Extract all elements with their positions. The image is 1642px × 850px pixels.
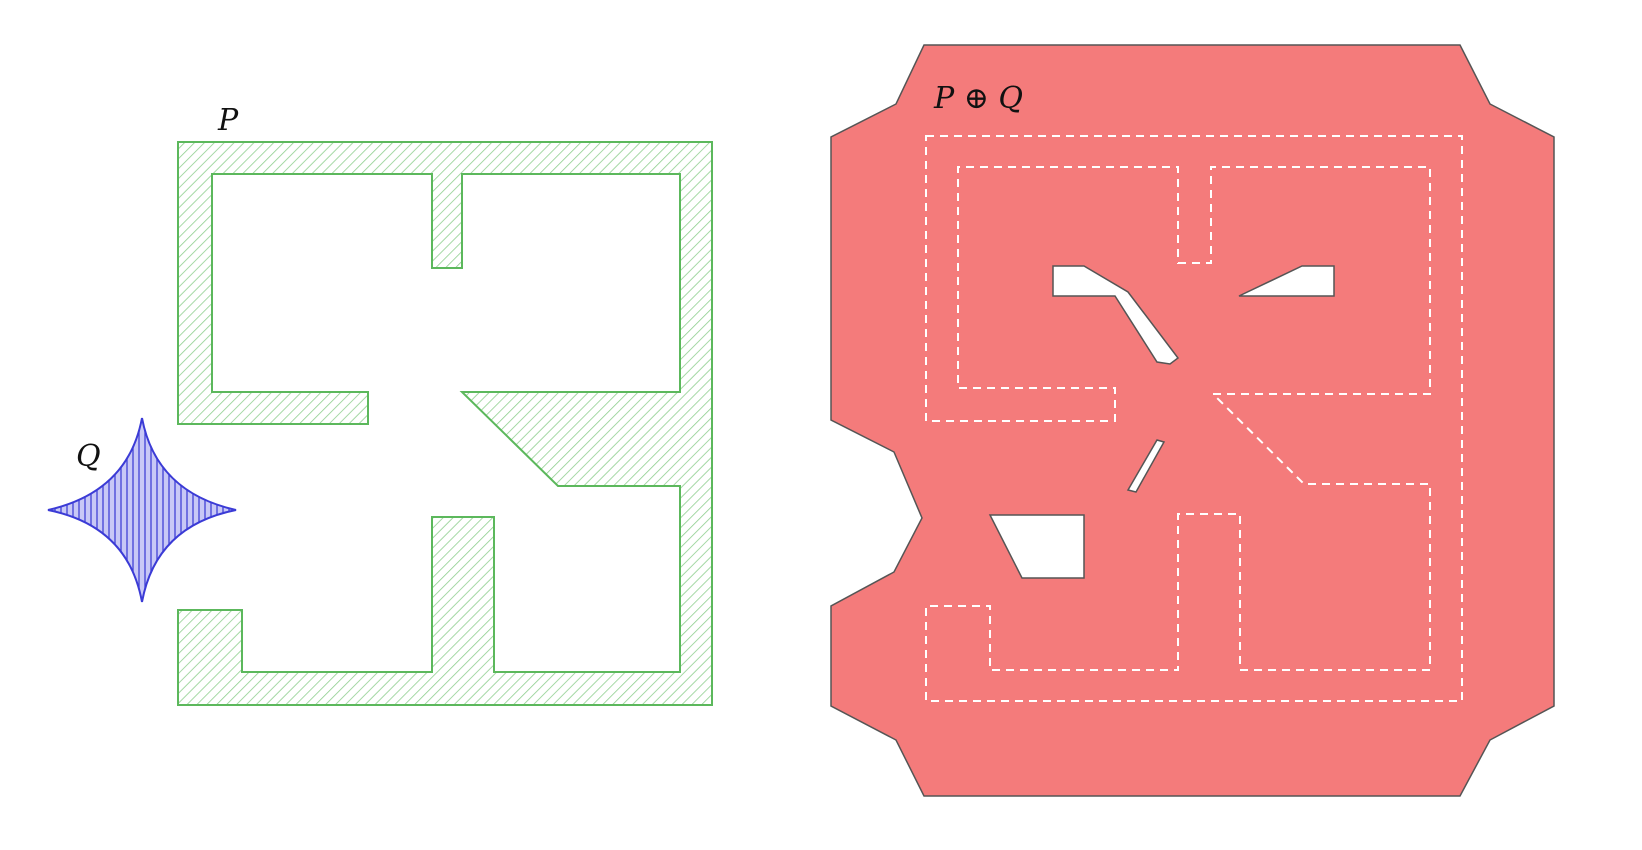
minkowski-sum xyxy=(830,44,1555,797)
label-p: P xyxy=(217,103,239,138)
star-q xyxy=(47,417,237,603)
label-sum: P ⊕ Q xyxy=(933,81,1023,116)
label-q: Q xyxy=(76,439,101,474)
star-q-shape xyxy=(47,417,237,603)
dashed-outline-p xyxy=(925,135,1463,702)
polygon-p xyxy=(177,141,713,706)
minkowski-sum-shape xyxy=(830,44,1555,797)
polygon-p-shape xyxy=(177,141,713,706)
